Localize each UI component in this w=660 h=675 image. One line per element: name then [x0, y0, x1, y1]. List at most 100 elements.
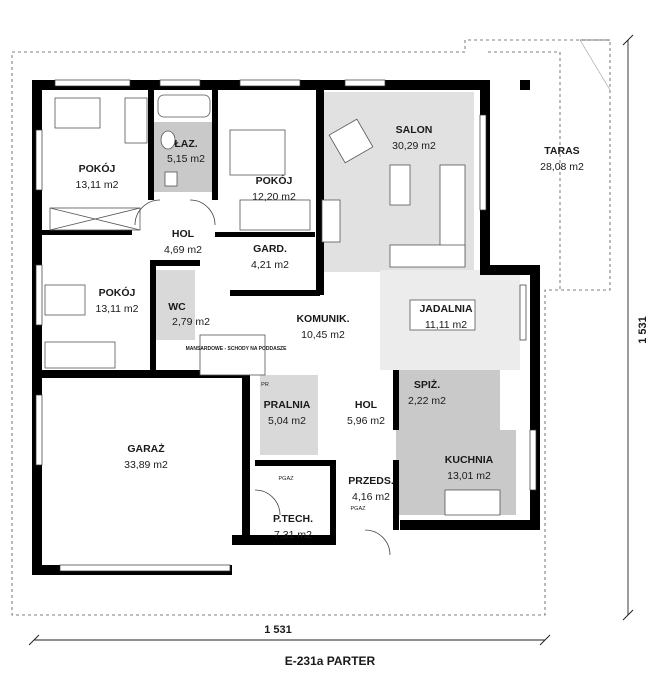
terrace-chimney: [520, 80, 530, 90]
room-name: GARAŻ: [127, 442, 165, 455]
room-name: POKÓJ: [79, 162, 116, 175]
wall-int-6: [150, 260, 200, 266]
room-area: 4,69 m2: [164, 244, 202, 256]
bathtub: [157, 94, 211, 118]
window-7: [344, 79, 386, 87]
washbasin: [160, 130, 176, 150]
laundry-floor: [260, 375, 318, 455]
room-name: TARAS: [544, 145, 579, 157]
room-area: 30,29 m2: [392, 140, 436, 152]
bed-2: [229, 129, 286, 176]
room-name: HOL: [355, 399, 378, 411]
window-1: [35, 129, 43, 191]
wall-bottom-kitchen: [400, 520, 540, 530]
room-name: ŁAZ.: [174, 138, 197, 150]
room-area: 5,96 m2: [347, 415, 385, 427]
wall-int-11: [330, 460, 336, 545]
door-3: [364, 529, 391, 556]
stairs-note: MANSARDOWE - SCHODY NA PODDASZE: [186, 346, 288, 352]
desk-1: [124, 97, 148, 144]
pgaz-label-2: PGAZ: [351, 506, 367, 512]
wall-int-12: [230, 290, 320, 296]
room-name: PRALNIA: [264, 399, 311, 411]
window-4: [54, 79, 131, 87]
room-name: POKÓJ: [256, 174, 293, 187]
room-area: 4,16 m2: [352, 491, 390, 503]
room-area: 2,79 m2: [172, 316, 210, 328]
wardrobe-1-x2: [49, 207, 141, 231]
room-name: HOL: [172, 228, 195, 240]
room-name: P.TECH.: [273, 513, 313, 525]
window-9: [519, 284, 527, 341]
pantry-floor: [396, 370, 500, 430]
window-10: [529, 429, 537, 491]
room-area: 10,45 m2: [301, 329, 345, 341]
wall-int-13: [393, 370, 399, 430]
window-5: [159, 79, 201, 87]
wall-int-4: [42, 230, 132, 235]
dimension-tick: [539, 634, 551, 646]
wall-top-right: [318, 80, 490, 90]
plan-title: E-231a PARTER: [285, 654, 376, 668]
bed-4: [44, 341, 116, 369]
room-area: 13,11 m2: [76, 179, 119, 191]
wall-int-8: [242, 370, 250, 545]
room-name: WC: [168, 301, 186, 313]
wall-int-9: [150, 265, 156, 375]
window-11: [59, 564, 231, 572]
kitchen-island: [444, 489, 501, 516]
toilet: [164, 171, 178, 187]
pr-label: PR: [261, 382, 269, 388]
pgaz-label-1: PGAZ: [279, 476, 295, 482]
dimension-tick: [622, 34, 634, 46]
room-name: JADALNIA: [419, 303, 473, 315]
room-area: 4,21 m2: [251, 259, 289, 271]
dimension-vertical: 1 531: [637, 316, 649, 344]
wall-int-3: [316, 90, 324, 295]
room-name: POKÓJ: [99, 286, 136, 299]
wall-right-dining: [480, 265, 540, 275]
bed-1: [54, 97, 101, 129]
wall-int-5: [215, 232, 315, 237]
door-1: [134, 199, 161, 226]
room-area: 7,31 m2: [274, 529, 312, 541]
room-area: 28,08 m2: [540, 161, 584, 173]
wall-int-2: [212, 90, 218, 200]
wall-int-10: [255, 460, 335, 466]
door-4: [254, 489, 281, 516]
window-3: [35, 394, 43, 466]
room-name: SALON: [396, 124, 433, 136]
dining-table: [409, 299, 476, 331]
room-area: 5,15 m2: [167, 153, 205, 165]
window-6: [239, 79, 301, 87]
room-name: KOMUNIK.: [296, 313, 349, 325]
wc-floor: [155, 270, 195, 340]
stairs: [199, 334, 266, 376]
armchair: [328, 118, 374, 164]
wall-int-14: [393, 460, 399, 530]
room-name: GARD.: [253, 243, 287, 255]
terrace-diagonal: [579, 39, 611, 91]
dimension-tick: [622, 609, 634, 621]
room-area: 13,11 m2: [96, 303, 139, 315]
room-area: 33,89 m2: [124, 459, 168, 471]
terrace-outline: [488, 51, 561, 290]
wall-int-1: [148, 90, 154, 200]
room-area: 5,04 m2: [268, 415, 306, 427]
door-2: [189, 199, 216, 226]
window-2: [35, 264, 43, 326]
room-name: KUCHNIA: [445, 454, 494, 466]
room-area: 11,11 m2: [425, 319, 467, 331]
room-area: 12,20 m2: [252, 191, 296, 203]
wall-int-7: [42, 370, 247, 378]
dimension-horizontal: 1 531: [264, 624, 292, 636]
wall-bottom-tech: [232, 535, 332, 545]
room-name: PRZEDS.: [348, 475, 394, 487]
wardrobe-2: [239, 199, 311, 231]
dimension-tick: [28, 634, 40, 646]
roof-outline: [11, 39, 611, 616]
bed-3: [44, 284, 86, 316]
table-salon: [389, 164, 411, 206]
wall-right-kitchen: [530, 265, 540, 530]
